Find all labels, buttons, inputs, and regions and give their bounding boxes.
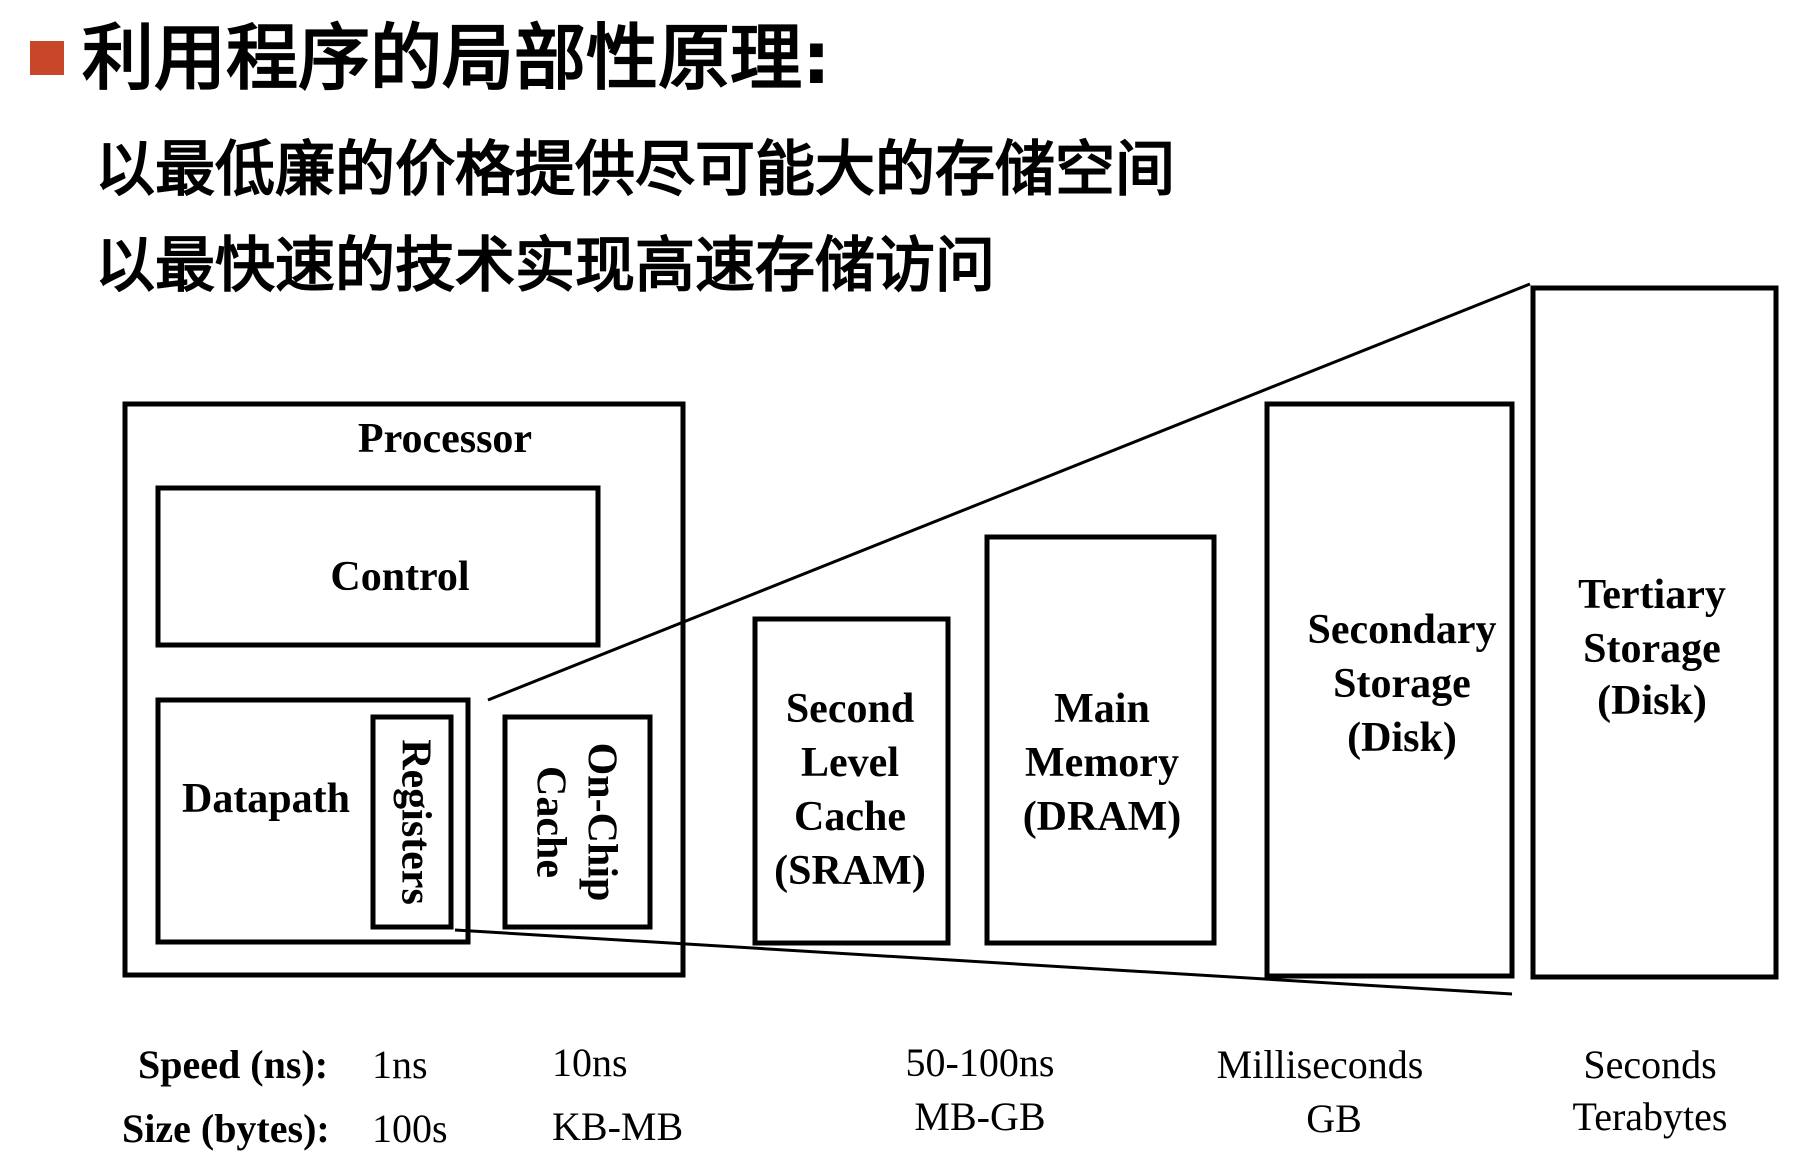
second-level-cache-box: [752, 616, 951, 946]
secondary-storage-line-3: (Disk): [1347, 715, 1457, 761]
on-chip-cache-label-line-1: On-Chip: [578, 743, 624, 902]
tertiary-storage-box: [1530, 285, 1779, 980]
speed-label: Speed (ns):: [138, 1042, 328, 1087]
processor-label: Processor: [358, 416, 532, 462]
square-bullet-icon: [30, 41, 64, 75]
main-memory-line-1: Main: [1054, 686, 1150, 732]
on-chip-cache-speed: 10ns: [552, 1040, 628, 1085]
tertiary-storage-size: Terabytes: [1573, 1094, 1728, 1139]
main-memory-speed: 50-100ns: [906, 1040, 1055, 1085]
datapath-box: [155, 697, 471, 945]
second-level-cache-line-2: Level: [801, 740, 899, 786]
size-label: Size (bytes):: [122, 1106, 330, 1151]
secondary-storage-speed: Milliseconds: [1217, 1042, 1424, 1087]
on-chip-cache-size: KB-MB: [552, 1104, 683, 1149]
main-memory-size: MB-GB: [914, 1094, 1045, 1139]
hierarchy-bottom-line: [454, 928, 1513, 996]
second-level-cache-line-4: (SRAM): [774, 848, 926, 894]
datapath-label: Datapath: [182, 776, 350, 822]
registers-label: Registers: [392, 739, 438, 905]
second-level-cache-line-3: Cache: [794, 794, 906, 840]
control-box: [155, 485, 601, 648]
hierarchy-top-line: [487, 282, 1531, 702]
tertiary-storage-line-1: Tertiary: [1578, 572, 1726, 618]
control-label: Control: [330, 554, 469, 600]
tertiary-storage-line-3: (Disk): [1597, 678, 1707, 724]
page-title: 利用程序的局部性原理:: [82, 16, 831, 100]
registers-size: 100s: [372, 1106, 448, 1151]
secondary-storage-box: [1264, 401, 1515, 979]
on-chip-cache-box: [502, 714, 653, 930]
secondary-storage-size: GB: [1306, 1096, 1362, 1141]
registers-speed: 1ns: [372, 1042, 428, 1087]
main-memory-line-3: (DRAM): [1023, 794, 1182, 840]
secondary-storage-line-2: Storage: [1333, 661, 1471, 707]
secondary-storage-line-1: Secondary: [1308, 607, 1497, 653]
subtitle-line-1: 以最低廉的价格提供尽可能大的存储空间: [95, 135, 1175, 205]
main-memory-line-2: Memory: [1025, 740, 1179, 786]
second-level-cache-line-1: Second: [786, 686, 914, 732]
on-chip-cache-label-line-2: Cache: [527, 766, 573, 878]
title-row: 利用程序的局部性原理:: [30, 22, 831, 94]
tertiary-storage-line-2: Storage: [1583, 626, 1721, 672]
registers-box: [370, 714, 454, 930]
subtitle-line-2: 以最快速的技术实现高速存储访问: [95, 231, 995, 301]
main-memory-box: [984, 534, 1217, 946]
tertiary-storage-speed: Seconds: [1583, 1042, 1716, 1087]
processor-box: [122, 401, 686, 978]
